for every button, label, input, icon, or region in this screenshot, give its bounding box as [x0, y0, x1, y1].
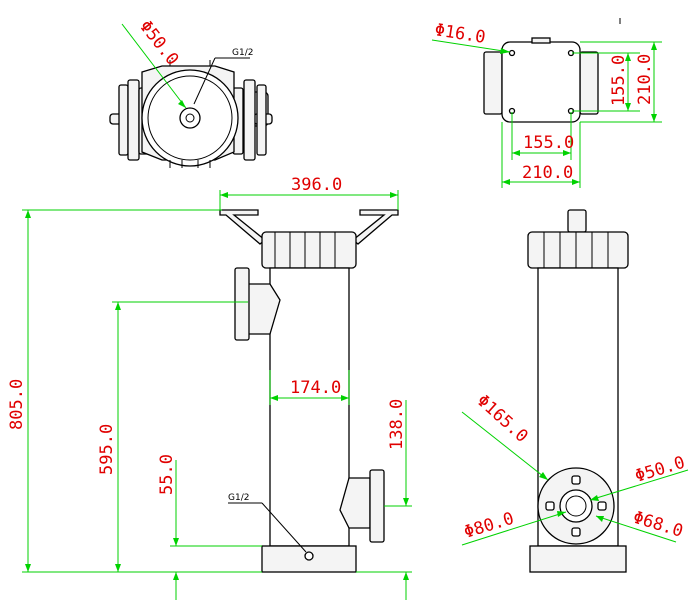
side-view: Φ165.0 Φ50.0 Φ80.0 Φ68.0: [461, 209, 689, 573]
dim-bolt-circle-diameter: Φ80.0: [462, 509, 517, 543]
dim-total-height: 805.0: [7, 379, 27, 430]
dim-lid-outer-width: 210.0: [522, 163, 573, 183]
dim-bolt-circle-leader: [461, 511, 567, 546]
front-bracket-right: [351, 209, 399, 245]
dim-base-width: 396.0: [291, 175, 342, 195]
dim-body-diameter: 174.0: [290, 378, 341, 398]
dim-top-outlet-leader: [121, 23, 187, 109]
dim-pipe-outer-diameter: Φ50.0: [633, 453, 688, 487]
front-drain-port: [304, 551, 314, 561]
side-outlet-pipe: [559, 489, 593, 523]
front-drain-thread-label: G1/2: [228, 493, 249, 503]
top-view: Φ50.0 G1/2: [109, 17, 273, 168]
dim-top-outlet-diameter: Φ50.0: [135, 17, 182, 70]
lid-right-flange: [579, 51, 599, 115]
side-base: [529, 545, 627, 573]
front-body: [269, 267, 350, 547]
top-view-outlet: [179, 107, 201, 129]
top-view-thread-label: G1/2: [232, 48, 253, 58]
front-outlet-flange: [369, 469, 385, 543]
dim-drain-height: 55.0: [157, 454, 177, 495]
dim-lid-bolt-leader: [431, 39, 511, 53]
dim-lid-inner-width: 155.0: [523, 133, 574, 153]
front-inlet-flange: [234, 267, 250, 341]
lid-left-flange: [483, 51, 503, 115]
dim-outlet-offset: 138.0: [387, 399, 407, 450]
front-lid: [261, 231, 357, 269]
dim-lid-bolt-diameter: Φ16.0: [433, 20, 487, 48]
side-top-bracket: [567, 209, 587, 233]
dim-flange-diameter: Φ165.0: [473, 391, 532, 447]
front-bracket-left: [219, 209, 267, 245]
dim-pipe-inner-leader: [595, 515, 677, 543]
front-outlet-neck: [339, 477, 371, 529]
lid-top-view: Φ16.0 155.0 210.0 155.0 210.0: [431, 18, 662, 188]
dim-pipe-outer-leader: [589, 469, 689, 501]
dim-flange-leader: [461, 411, 549, 481]
lid-bolt-hole: [508, 49, 516, 57]
dim-lid-inner-height: 155.0: [609, 55, 629, 106]
front-view: 396.0 805.0 595.0 174.0 138.0: [7, 175, 412, 600]
dim-inlet-height: 595.0: [97, 424, 117, 475]
dim-lid-outer-height: 210.0: [635, 54, 655, 105]
side-lid: [527, 231, 629, 269]
